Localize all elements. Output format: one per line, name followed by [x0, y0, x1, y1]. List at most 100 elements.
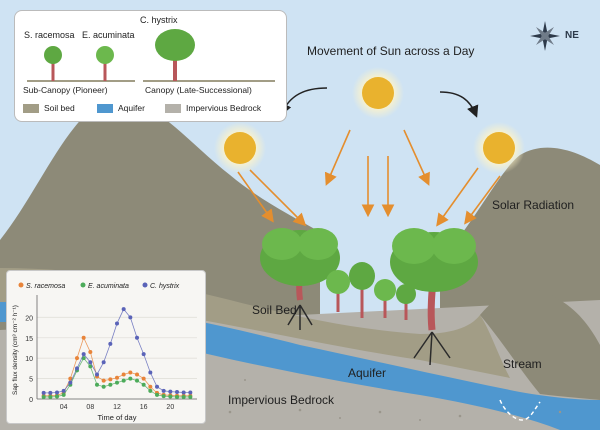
chart-data-point [162, 394, 166, 398]
stream-label: Stream [503, 357, 542, 371]
chart-legend-label: S. racemosa [26, 283, 65, 290]
chart-data-point [75, 366, 79, 370]
chart-y-tick-label: 20 [25, 315, 33, 322]
aquifer-label: Aquifer [348, 366, 386, 380]
legend-species-s-racemosa: S. racemosa [24, 30, 75, 40]
chart-data-point [122, 373, 126, 377]
legend-panel: S. racemosa E. acuminata C. hystrix Sub-… [14, 10, 287, 122]
chart-y-tick-label: 15 [25, 336, 33, 343]
legend-item-label: Aquifer [118, 103, 145, 113]
chart-data-point [115, 376, 119, 380]
chart-data-point [108, 383, 112, 387]
chart-data-point [148, 370, 152, 374]
chart-data-point [55, 395, 59, 399]
chart-data-point [42, 391, 46, 395]
chart-data-point [182, 390, 186, 394]
chart-data-point [42, 395, 46, 399]
compass-direction-label: NE [565, 30, 579, 41]
legend-caption-subcanopy: Sub-Canopy (Pioneer) [23, 85, 108, 95]
chart-x-tick-label: 04 [60, 404, 68, 411]
legend-item-label: Impervious Bedrock [186, 103, 261, 113]
chart-data-point [122, 307, 126, 311]
chart-data-point [162, 389, 166, 393]
legend-item-soil: Soil bed [23, 103, 75, 113]
legend-item-label: Soil bed [44, 103, 75, 113]
chart-data-point [168, 390, 172, 394]
chart-data-point [128, 315, 132, 319]
chart-data-point [55, 390, 59, 394]
sun-morning-icon [214, 122, 266, 174]
chart-x-tick-label: 12 [113, 404, 121, 411]
legend-item-bedrock: Impervious Bedrock [165, 103, 261, 113]
chart-data-point [102, 360, 106, 364]
chart-data-point [62, 389, 66, 393]
chart-data-point [175, 395, 179, 399]
chart-x-axis-label: Time of day [98, 413, 137, 422]
chart-data-point [148, 385, 152, 389]
chart-legend-marker [143, 283, 148, 288]
chart-data-point [88, 350, 92, 354]
chart-data-point [108, 342, 112, 346]
chart-data-point [82, 352, 86, 356]
chart-data-point [155, 385, 159, 389]
chart-series-line [44, 338, 191, 396]
chart-data-point [95, 373, 99, 377]
chart-data-point [108, 377, 112, 381]
chart-data-point [128, 370, 132, 374]
chart-data-point [115, 321, 119, 325]
chart-data-point [48, 395, 52, 399]
chart-data-point [142, 352, 146, 356]
chart-data-point [128, 377, 132, 381]
legend-swatch-aquifer [97, 104, 113, 113]
chart-data-point [142, 383, 146, 387]
chart-y-tick-label: 10 [25, 356, 33, 363]
sun-noon-icon [352, 67, 404, 119]
chart-x-tick-label: 08 [86, 404, 94, 411]
chart-x-tick-label: 20 [166, 404, 174, 411]
chart-data-point [175, 390, 179, 394]
chart-data-point [122, 379, 126, 383]
chart-data-point [135, 379, 139, 383]
chart-data-point [62, 393, 66, 397]
legend-caption-canopy: Canopy (Late-Successional) [145, 85, 252, 95]
chart-legend-label: E. acuminata [88, 283, 129, 290]
chart-legend-label: C. hystrix [150, 283, 180, 290]
bedrock-label: Impervious Bedrock [228, 393, 334, 407]
chart-data-point [75, 356, 79, 360]
chart-data-point [148, 389, 152, 393]
chart-data-point [135, 373, 139, 377]
chart-y-axis-label: Sap flux density (cm³ cm⁻² h⁻¹) [12, 305, 19, 395]
chart-data-point [48, 391, 52, 395]
chart-data-point [88, 360, 92, 364]
chart-data-point [95, 383, 99, 387]
chart-y-tick-label: 0 [29, 397, 33, 404]
chart-legend-marker [19, 283, 24, 288]
chart-data-point [102, 385, 106, 389]
legend-swatch-bedrock [165, 104, 181, 113]
chart-data-point [155, 393, 159, 397]
chart-data-point [188, 395, 192, 399]
chart-data-point [188, 390, 192, 394]
sun-evening-icon [473, 122, 525, 174]
soil-bed-label: Soil Bed [252, 303, 297, 317]
legend-swatch-soil [23, 104, 39, 113]
solar-radiation-label: Solar Radiation [492, 198, 574, 212]
chart-data-point [135, 336, 139, 340]
chart-data-point [168, 395, 172, 399]
chart-data-point [115, 381, 119, 385]
sun-movement-title: Movement of Sun across a Day [307, 44, 474, 58]
chart-data-point [142, 377, 146, 381]
chart-x-tick-label: 16 [140, 404, 148, 411]
legend-species-e-acuminata: E. acuminata [82, 30, 135, 40]
legend-item-aquifer: Aquifer [97, 103, 145, 113]
chart-y-tick-label: 5 [29, 377, 33, 384]
legend-species-c-hystrix: C. hystrix [140, 15, 178, 25]
chart-data-point [102, 379, 106, 383]
chart-legend-marker [81, 283, 86, 288]
chart-data-point [82, 336, 86, 340]
chart-data-point [182, 395, 186, 399]
chart-data-point [68, 381, 72, 385]
